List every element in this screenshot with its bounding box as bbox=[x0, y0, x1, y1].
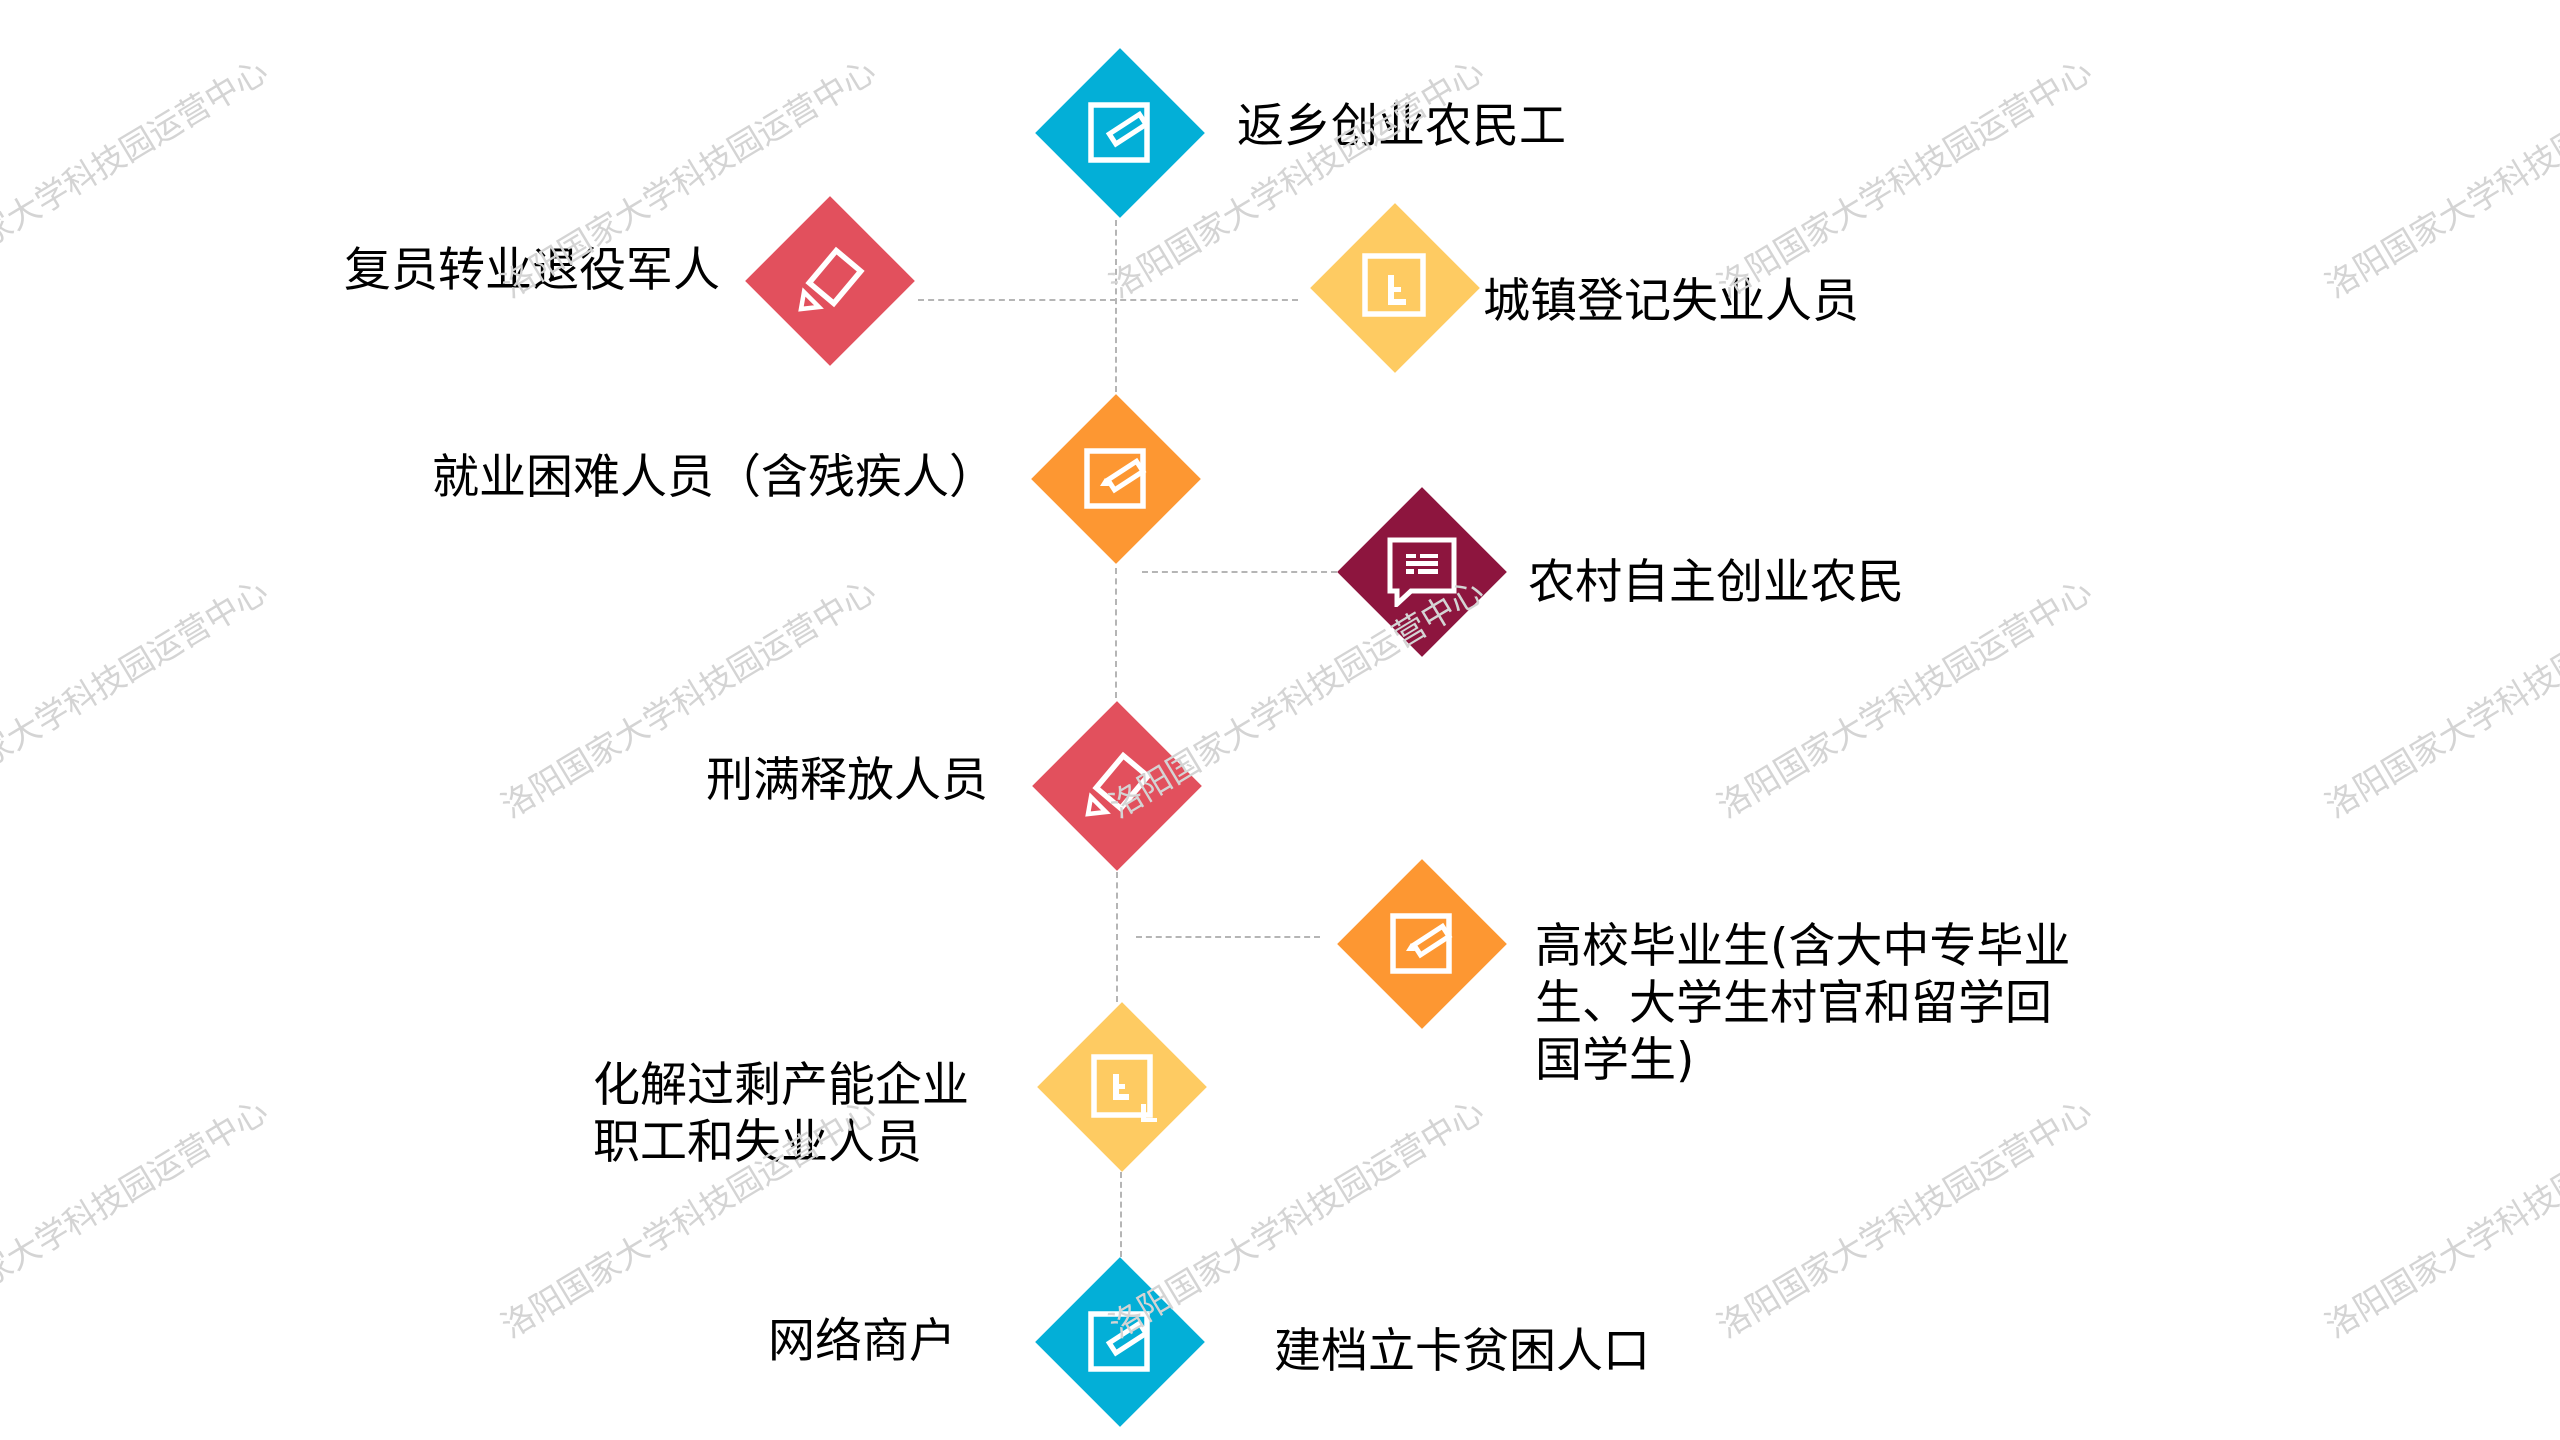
node-veterans bbox=[745, 196, 915, 366]
watermark: 洛阳国家大学科技园运营中心 bbox=[0, 1091, 275, 1346]
node-label: 复员转业退役军人 bbox=[344, 243, 720, 298]
node-label: 建档立卡贫困人口 bbox=[1274, 1324, 1650, 1379]
label-line: 国学生) bbox=[1535, 1033, 1695, 1088]
edit-pencil-icon bbox=[1081, 444, 1151, 514]
branch-connector bbox=[918, 299, 1298, 301]
watermark: 洛阳国家大学科技园运营中心 bbox=[1710, 571, 2099, 826]
edit-pencil-icon bbox=[1387, 909, 1457, 979]
node-label: 网络商户 bbox=[768, 1314, 956, 1369]
node-employment-difficulty bbox=[1031, 394, 1201, 564]
node-label: 就业困难人员（含残疾人） bbox=[432, 450, 996, 505]
chat-bubble-icon bbox=[1387, 537, 1457, 607]
label-line: 化解过剩产能企业 bbox=[593, 1058, 969, 1113]
branch-connector bbox=[1142, 571, 1337, 573]
node-graduates bbox=[1337, 859, 1507, 1029]
ruler-triangle-icon bbox=[795, 246, 865, 316]
label-line: 职工和失业人员 bbox=[593, 1115, 922, 1170]
spine-connector bbox=[1116, 872, 1118, 1002]
spine-connector bbox=[1115, 220, 1117, 392]
node-overcapacity-workers bbox=[1037, 1002, 1207, 1172]
node-label-multiline: 高校毕业生(含大中专毕业 生、大学生村官和留学回 国学生) bbox=[1535, 918, 2070, 1089]
watermark: 洛阳国家大学科技园运营中心 bbox=[2318, 51, 2560, 306]
node-returning-migrant-workers bbox=[1035, 48, 1205, 218]
ruler-triangle-icon bbox=[1082, 751, 1152, 821]
spine-connector bbox=[1115, 568, 1117, 698]
node-label: 返乡创业农民工 bbox=[1237, 99, 1566, 154]
branch-connector bbox=[1136, 936, 1320, 938]
spine-connector bbox=[1120, 1172, 1122, 1257]
document-corner-icon bbox=[1360, 253, 1430, 323]
node-label: 农村自主创业农民 bbox=[1528, 555, 1904, 610]
node-rural-self-employed bbox=[1337, 487, 1507, 657]
node-online-merchants-registered-poor bbox=[1035, 1257, 1205, 1427]
node-label: 刑满释放人员 bbox=[706, 753, 988, 808]
edit-pencil-icon bbox=[1085, 1307, 1155, 1377]
label-line: 生、大学生村官和留学回 bbox=[1535, 976, 2052, 1031]
watermark: 洛阳国家大学科技园运营中心 bbox=[0, 571, 275, 826]
node-released-prisoners bbox=[1032, 701, 1202, 871]
node-label-multiline: 化解过剩产能企业 职工和失业人员 bbox=[593, 1057, 969, 1171]
document-corner-icon bbox=[1087, 1052, 1157, 1122]
node-urban-unemployed bbox=[1310, 203, 1480, 373]
watermark: 洛阳国家大学科技园运营中心 bbox=[2318, 1091, 2560, 1346]
watermark: 洛阳国家大学科技园运营中心 bbox=[0, 51, 275, 306]
node-label: 城镇登记失业人员 bbox=[1483, 274, 1859, 329]
watermark: 洛阳国家大学科技园运营中心 bbox=[2318, 571, 2560, 826]
watermark: 洛阳国家大学科技园运营中心 bbox=[1710, 1091, 2099, 1346]
watermark: 洛阳国家大学科技园运营中心 bbox=[1710, 51, 2099, 306]
edit-pencil-icon bbox=[1085, 98, 1155, 168]
label-line: 高校毕业生(含大中专毕业 bbox=[1535, 919, 2071, 974]
